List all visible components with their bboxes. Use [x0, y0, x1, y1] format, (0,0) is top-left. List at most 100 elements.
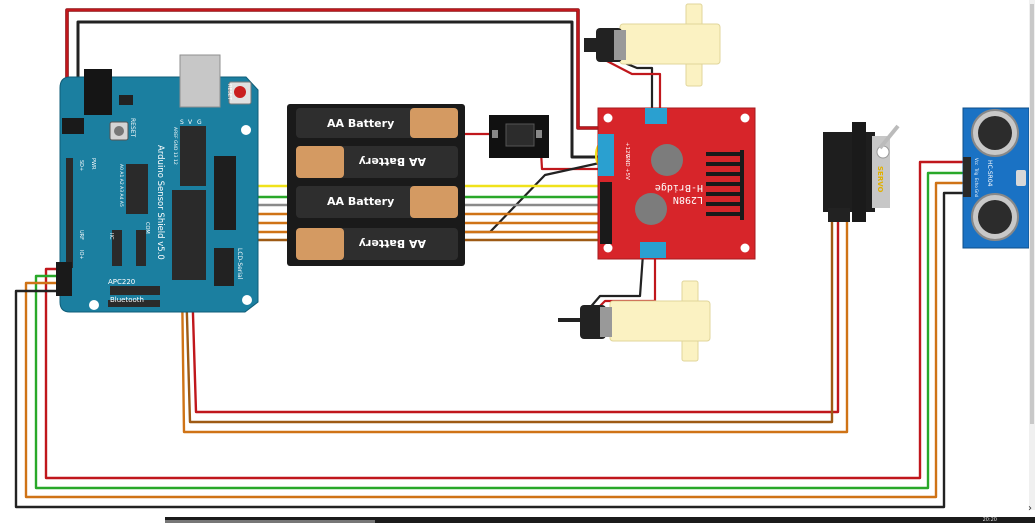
apc-label: APC220: [108, 278, 135, 286]
terminal-block-power: [598, 134, 614, 176]
g-label: G: [197, 119, 202, 126]
mount-hole: [603, 243, 613, 253]
reset-button-label: RESET: [226, 84, 232, 101]
motor-can-metal: [614, 30, 626, 60]
io-label: IO+: [78, 250, 84, 260]
terminal-block-bottom: [640, 242, 666, 258]
mount-hole: [241, 125, 251, 135]
iic-header: [112, 230, 122, 266]
servo-body: [823, 132, 875, 212]
mount-hole: [603, 113, 613, 123]
vertical-scrollbar-thumb[interactable]: [1030, 4, 1034, 424]
lcd-serial-label: LCD-Serial: [236, 248, 243, 280]
battery-cell-label-4: AA Battery: [359, 237, 426, 250]
servo-motor[interactable]: SERVO: [823, 122, 900, 222]
digital-header-lower: [172, 190, 206, 280]
dc-motor-bottom[interactable]: [558, 280, 711, 362]
sensor-pin-trig: Trig: [974, 167, 979, 176]
wire-black-top: [76, 20, 606, 159]
battery-pack[interactable]: AA Battery AA Battery AA Battery AA Batt…: [287, 104, 465, 266]
wire-servo-orange: [180, 220, 849, 434]
pin-5v-label: +5V: [624, 168, 630, 180]
analog-label: A0 A1 A2 A3 A4 A5: [118, 164, 124, 207]
wire-ultra-black: [14, 191, 964, 509]
com-label: COM: [144, 222, 150, 234]
scroll-right-icon[interactable]: ›: [1028, 503, 1032, 514]
motor-gearbox: [619, 23, 721, 65]
urf-label: URF: [78, 230, 84, 240]
wire-servo-red: [190, 220, 840, 414]
power-switch[interactable]: [489, 115, 549, 158]
motor-can: [580, 305, 606, 339]
wire-ultra-orange: [24, 181, 964, 499]
dc-motor-top[interactable]: [584, 3, 721, 87]
chip: [214, 156, 236, 230]
digital-header-top: [180, 126, 206, 186]
lcd-serial-header: [214, 248, 234, 286]
sensor-pin-vcc: Vcc: [974, 158, 979, 165]
bluetooth-header: [110, 286, 160, 295]
vertical-scrollbar[interactable]: [1029, 0, 1035, 510]
switch-rocker: [505, 123, 535, 147]
mount-hole: [242, 295, 252, 305]
power-jack: [84, 69, 112, 115]
mount-hole: [740, 113, 750, 123]
battery-cell-2: AA Battery: [296, 146, 458, 178]
l298n-h-bridge[interactable]: H-Bridge L298N +12V GND +5V: [597, 107, 756, 260]
switch-terminal: [536, 130, 542, 138]
pwr-label: PWR: [90, 158, 96, 170]
wire-ultra-red: [44, 160, 964, 480]
battery-cell-label-1: AA Battery: [327, 117, 394, 130]
motor-tip: [584, 38, 598, 52]
motor-can-metal: [600, 307, 612, 337]
battery-cell-3: AA Battery: [296, 186, 458, 218]
sd-label: SD+: [78, 160, 84, 171]
transducer-2-mesh: [978, 200, 1012, 234]
sensor-pin-gnd: Gnd: [974, 189, 979, 198]
mount-hole: [89, 300, 99, 310]
switch-terminal: [492, 130, 498, 138]
ultrasonic-sensor[interactable]: HC-SR04 Vcc Trig Echo Gnd: [962, 107, 1030, 249]
sensor-pin-echo: Echo: [974, 178, 979, 188]
analog-header: [126, 164, 148, 214]
usb-port: [179, 54, 221, 108]
servo-label: SERVO: [876, 166, 884, 193]
wire-servo-brown: [184, 220, 834, 424]
voltage-regulator: [119, 95, 133, 105]
servo-arm: [878, 124, 900, 150]
terminal-block-top: [645, 108, 667, 124]
arduino-sensor-shield[interactable]: Arduino Sensor Shield v5.0 RESET RESET P…: [56, 54, 259, 313]
wire-red-top-inner: [66, 9, 605, 129]
hbridge-title: H-Bridge: [655, 182, 703, 193]
iic-label: IIC: [108, 233, 114, 240]
sensor-label: HC-SR04: [986, 160, 993, 187]
board-title: Arduino Sensor Shield v5.0: [155, 145, 165, 260]
apc-header: [108, 300, 160, 307]
mount-hole: [740, 243, 750, 253]
taskbar: 20:20: [165, 517, 1035, 523]
servo-tab: [852, 122, 866, 222]
crystal: [1016, 170, 1026, 186]
transducer-1-mesh: [978, 116, 1012, 150]
io-header: [56, 262, 72, 296]
bluetooth-label: Bluetooth: [110, 296, 144, 304]
servo-connector: [828, 208, 850, 222]
v-label: V: [188, 119, 193, 126]
pin-gnd-label: GND: [624, 154, 630, 167]
pin-12v-label: +12V: [624, 142, 630, 158]
analog-header-left: [66, 158, 73, 268]
battery-cell-4: AA Battery: [296, 228, 458, 260]
motor-gearbox: [609, 300, 711, 342]
s-label: S: [180, 119, 184, 126]
battery-holder: [287, 104, 465, 266]
horizontal-scrollbar-thumb[interactable]: [165, 520, 375, 523]
left-header: [62, 118, 84, 134]
capacitor: [651, 144, 683, 176]
wire-ultra-green: [34, 171, 964, 490]
heatsink: [706, 150, 744, 220]
taskbar-clock: 20:20: [982, 517, 997, 523]
aref-label: AREF GND 13 12: [172, 127, 178, 165]
motor-tip: [558, 318, 582, 322]
battery-cell-1: AA Battery: [296, 108, 458, 138]
